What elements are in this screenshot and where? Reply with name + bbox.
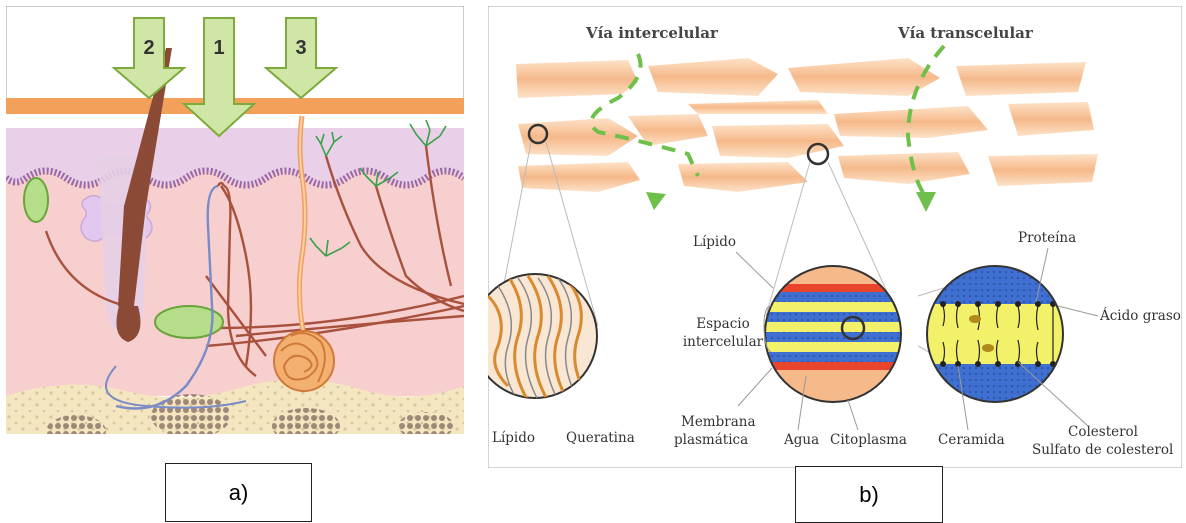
label-ceramida: Ceramida xyxy=(938,432,1005,448)
sweat-gland xyxy=(274,331,334,391)
epidermis-layer xyxy=(6,128,464,185)
panel-b-stratum-corneum-diagram: Vía intercelular Vía transcelular xyxy=(488,6,1182,468)
label-acido-graso: Ácido graso xyxy=(1099,308,1181,324)
svg-text:3: 3 xyxy=(295,37,306,59)
label-colesterol: Colesterol xyxy=(1068,424,1138,440)
label-queratina: Queratina xyxy=(566,430,635,446)
label-membrana-1: Membrana xyxy=(681,414,756,430)
skin-cross-section: 2 1 3 xyxy=(6,6,464,434)
caption-a: a) xyxy=(165,463,312,522)
label-espacio-2: intercelular xyxy=(683,334,764,350)
label-lipido-top: Lípido xyxy=(693,234,736,250)
route-intercellular-label: Vía intercelular xyxy=(585,24,719,42)
pathways-diagram: Vía intercelular Vía transcelular xyxy=(488,6,1182,468)
svg-text:2: 2 xyxy=(143,37,154,59)
svg-text:1: 1 xyxy=(213,37,224,59)
label-proteina: Proteína xyxy=(1018,230,1076,246)
label-lipido-bottom: Lípido xyxy=(492,430,535,446)
meissner-corpuscle xyxy=(24,178,48,222)
panel-a-skin-diagram: 2 1 3 xyxy=(6,6,464,434)
label-agua: Agua xyxy=(783,432,819,448)
label-espacio-1: Espacio xyxy=(696,316,749,332)
route-transcellular-label: Vía transcelular xyxy=(897,24,1034,42)
label-citoplasma: Citoplasma xyxy=(830,432,907,448)
caption-b: b) xyxy=(795,466,943,523)
label-sulfato-colesterol: Sulfato de colesterol xyxy=(1032,442,1173,458)
label-membrana-2: plasmática xyxy=(674,432,748,448)
